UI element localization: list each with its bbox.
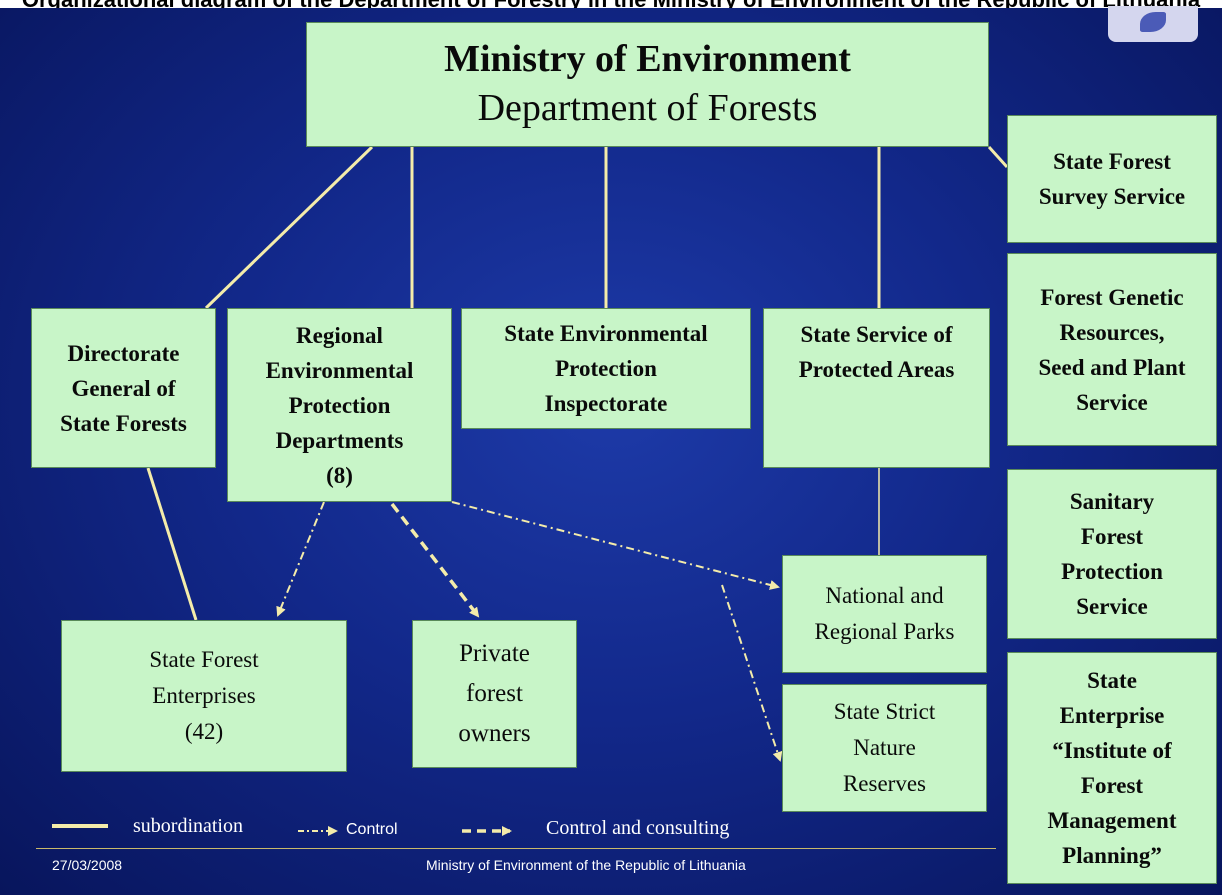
legend-control-consulting-label: Control and consulting: [546, 817, 730, 839]
footer-organization: Ministry of Environment of the Republic …: [426, 857, 746, 873]
legend-subordination-line: [52, 824, 108, 828]
subordination-line-enterprises: [146, 467, 198, 621]
regional-departments-label: Regional Environmental Protection Depart…: [265, 322, 414, 488]
state-forest-enterprises-box: State Forest Enterprises (42): [61, 620, 347, 772]
nature-reserves-label: State Strict Nature Reserves: [833, 699, 936, 796]
control-arrow-enterprises: [276, 501, 325, 617]
ministry-name: Ministry of Environment: [444, 37, 851, 80]
genetic-resources-box: Forest Genetic Resources, Seed and Plant…: [1007, 253, 1217, 446]
control-consulting-arrow-private: [390, 502, 480, 618]
protected-areas-label: State Service of Protected Areas: [798, 322, 955, 382]
protected-areas-box: State Service of Protected Areas: [763, 308, 990, 468]
control-arrow-parks: [451, 501, 780, 590]
inspectorate-box: State Environmental Protection Inspector…: [461, 308, 751, 429]
subordination-line-survey: [987, 145, 1009, 169]
survey-service-label: State Forest Survey Service: [1038, 149, 1186, 209]
regional-departments-box: Regional Environmental Protection Depart…: [227, 308, 452, 502]
legend-control-label: Control: [346, 821, 398, 838]
slide-title: Organizational diagram of the Department…: [0, 0, 1222, 8]
institute-box: State Enterprise “Institute of Forest Ma…: [1007, 652, 1217, 884]
private-owners-box: Private forest owners: [412, 620, 577, 768]
footer-date: 27/03/2008: [52, 857, 123, 873]
ministry-box: Ministry of Environment Department of Fo…: [306, 22, 989, 147]
leaf-icon: [1140, 12, 1166, 32]
control-arrow-reserves: [721, 584, 783, 762]
survey-service-box: State Forest Survey Service: [1007, 115, 1217, 243]
sanitary-service-label: Sanitary Forest Protection Service: [1061, 489, 1163, 619]
sanitary-service-box: Sanitary Forest Protection Service: [1007, 469, 1217, 639]
subordination-line-directorate: [204, 145, 374, 310]
directorate-box: Directorate General of State Forests: [31, 308, 216, 468]
national-parks-box: National and Regional Parks: [782, 555, 987, 673]
legend-subordination-label: subordination: [133, 815, 243, 837]
ministry-logo: [1108, 6, 1198, 42]
title-band: [0, 0, 1222, 8]
private-owners-label: Private forest owners: [458, 640, 531, 747]
genetic-resources-label: Forest Genetic Resources, Seed and Plant…: [1038, 284, 1186, 415]
state-forest-enterprises-label: State Forest Enterprises (42): [149, 647, 259, 744]
nature-reserves-box: State Strict Nature Reserves: [782, 684, 987, 812]
inspectorate-label: State Environmental Protection Inspector…: [504, 321, 708, 416]
directorate-label: Directorate General of State Forests: [60, 340, 187, 436]
department-name: Department of Forests: [477, 86, 818, 129]
national-parks-label: National and Regional Parks: [814, 583, 955, 644]
institute-label: State Enterprise “Institute of Forest Ma…: [1047, 668, 1177, 868]
footer-rule: [36, 848, 996, 849]
